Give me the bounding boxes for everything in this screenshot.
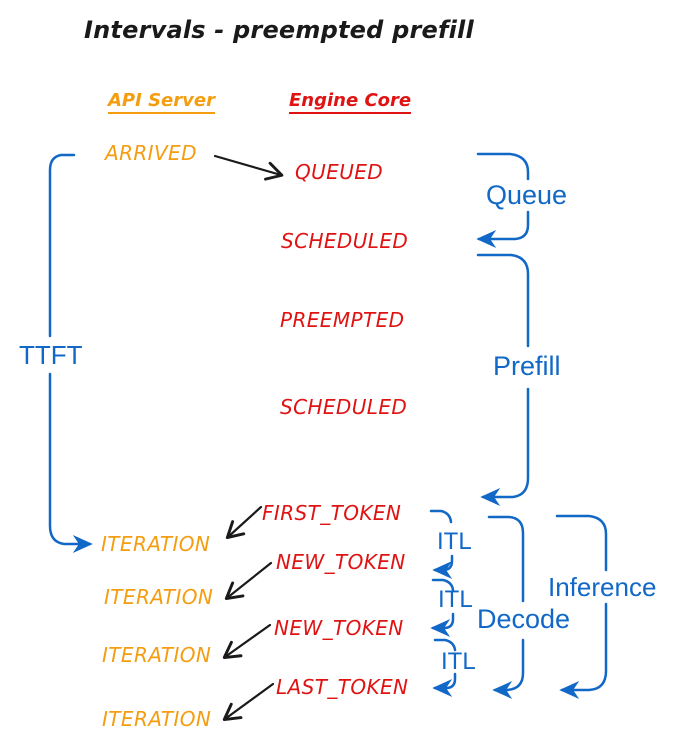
- event-scheduled-1: SCHEDULED: [281, 229, 409, 253]
- diagram-title: Intervals - preempted prefill: [84, 16, 474, 44]
- event-scheduled-2: SCHEDULED: [280, 395, 408, 419]
- queue-bracket: [478, 152, 530, 239]
- interval-label-queue: Queue: [486, 180, 568, 210]
- inference-bracket: [557, 514, 608, 690]
- itl1-bracket: [431, 509, 452, 570]
- event-iteration-3: ITERATION: [102, 643, 212, 667]
- column-header-api-server: API Server: [108, 90, 215, 114]
- decode-bracket: [489, 515, 525, 690]
- event-first-token: FIRST_TOKEN: [262, 501, 402, 525]
- event-queued: QUEUED: [295, 160, 384, 184]
- arrow-last-token-to-iteration: [222, 682, 275, 722]
- interval-label-inference: Inference: [548, 572, 657, 602]
- prefill-bracket: [478, 253, 530, 497]
- event-new-token-2: NEW_TOKEN: [274, 616, 404, 640]
- arrow-new-token1-to-iteration: [224, 561, 273, 601]
- interval-label-decode: Decode: [477, 604, 571, 634]
- arrow-first-token-to-iteration: [225, 505, 263, 540]
- event-arrived: ARRIVED: [105, 141, 197, 165]
- event-iteration-4: ITERATION: [102, 707, 212, 731]
- event-iteration-1: ITERATION: [101, 532, 211, 556]
- arrow-new-token2-to-iteration: [222, 623, 272, 659]
- column-header-engine-core: Engine Core: [289, 90, 412, 114]
- event-preempted: PREEMPTED: [280, 308, 405, 332]
- interval-label-ttft: TTFT: [19, 340, 83, 370]
- interval-label-itl-3: ITL: [441, 648, 476, 675]
- event-last-token: LAST_TOKEN: [276, 675, 409, 699]
- itl3-bracket: [435, 638, 457, 688]
- interval-label-prefill: Prefill: [493, 351, 561, 381]
- event-iteration-2: ITERATION: [104, 585, 214, 609]
- event-new-token-1: NEW_TOKEN: [276, 550, 406, 574]
- interval-label-itl-1: ITL: [437, 528, 472, 555]
- arrow-arrived-to-queued: [213, 154, 284, 181]
- ttft-bracket: [48, 153, 90, 544]
- interval-label-itl-2: ITL: [438, 586, 473, 613]
- itl2-bracket: [433, 578, 455, 628]
